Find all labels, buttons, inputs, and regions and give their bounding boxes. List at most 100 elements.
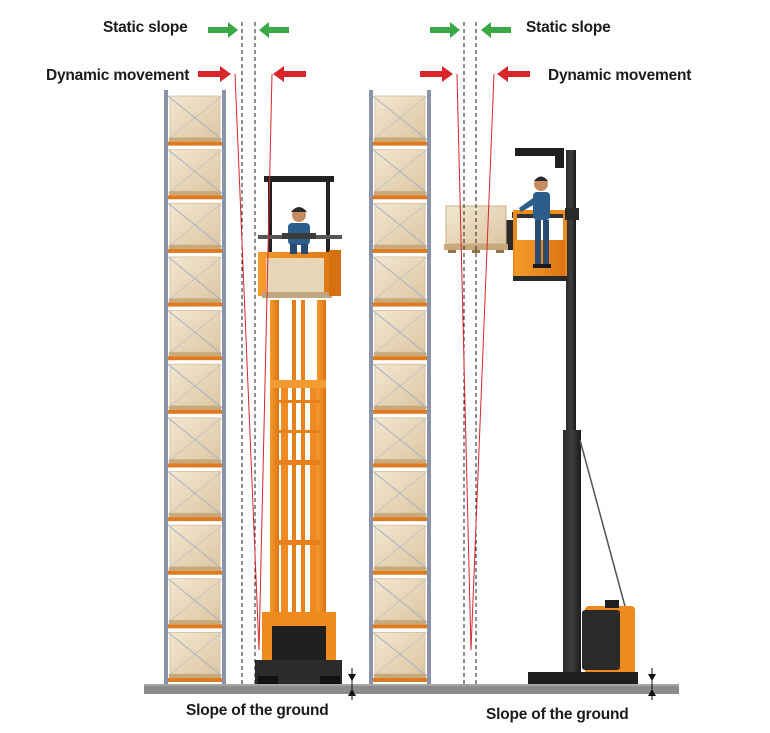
rack-beam <box>166 248 224 253</box>
ground-slope-marker-left <box>348 668 356 700</box>
rack-brace <box>167 578 223 623</box>
pallet <box>169 620 221 625</box>
rack-beam <box>166 517 224 522</box>
rack-brace <box>372 256 428 301</box>
pallet <box>169 513 221 518</box>
pallet <box>374 513 426 518</box>
storage-rack-left <box>164 90 226 684</box>
dynamic-movement-label-right: Dynamic movement <box>548 67 691 84</box>
rack-upright <box>369 90 373 684</box>
static-slope-arrows-right <box>430 22 511 38</box>
arrow-pointing-inward-icon <box>273 66 306 82</box>
right-slope-lines <box>456 22 495 684</box>
pallet <box>169 191 221 196</box>
rack-beam <box>166 678 224 682</box>
rack-beam <box>166 141 224 146</box>
rack-brace <box>167 363 223 409</box>
rack-beam <box>166 409 224 414</box>
rack-beam <box>371 141 429 146</box>
arrow-pointing-inward-icon <box>497 66 530 82</box>
dynamic-arrows-right <box>420 66 530 82</box>
operator-left <box>282 207 316 254</box>
rack-beam <box>166 356 224 361</box>
rack-brace <box>167 202 223 248</box>
rack-beam <box>371 409 429 414</box>
rack-beam <box>166 570 224 575</box>
rack-upright <box>222 90 226 684</box>
arrow-pointing-inward-icon <box>420 66 453 82</box>
slope-of-ground-label-right: Slope of the ground <box>486 706 629 723</box>
dynamic-movement-label-left: Dynamic movement <box>46 67 189 84</box>
rack-brace <box>372 524 428 570</box>
pallet <box>374 674 426 678</box>
pallet <box>374 137 426 142</box>
arrow-pointing-inward-icon <box>259 22 289 38</box>
operator-right <box>519 176 551 268</box>
rack-brace <box>372 471 428 516</box>
ground <box>144 684 679 694</box>
forklift-left <box>255 176 342 684</box>
pallet <box>374 244 426 249</box>
rack-beam <box>371 195 429 200</box>
order-picker-right <box>444 148 638 684</box>
pallet <box>374 352 426 357</box>
pallet <box>374 298 426 303</box>
pallet <box>169 674 221 678</box>
arrow-pointing-inward-icon <box>198 66 231 82</box>
pallet <box>169 298 221 303</box>
rack-beam <box>371 570 429 575</box>
rack-brace <box>372 631 428 677</box>
order-picker-mast <box>515 148 627 680</box>
pallet <box>169 137 221 142</box>
rack-brace <box>372 310 428 355</box>
rack-brace <box>167 149 223 194</box>
rack-beam <box>166 624 224 629</box>
forklift-left-mast <box>270 300 326 684</box>
rack-beam <box>371 678 429 682</box>
rack-brace <box>167 524 223 570</box>
arrow-pointing-inward-icon <box>208 22 238 38</box>
left-slope-lines <box>234 22 273 684</box>
rack-beam <box>371 624 429 629</box>
rack-brace <box>372 202 428 248</box>
rack-brace <box>372 363 428 409</box>
static-slope-label-right: Static slope <box>526 19 611 36</box>
pallet <box>169 352 221 357</box>
rack-brace <box>372 578 428 623</box>
rack-upright <box>427 90 431 684</box>
pallet <box>374 459 426 464</box>
rack-brace <box>167 417 223 462</box>
rack-beam <box>166 195 224 200</box>
rack-upright <box>164 90 168 684</box>
static-slope-arrows-left <box>208 22 289 38</box>
pallet <box>374 566 426 571</box>
pallet <box>169 244 221 249</box>
rack-beam <box>371 517 429 522</box>
rack-beam <box>371 356 429 361</box>
pallet <box>169 566 221 571</box>
rack-beam <box>371 463 429 468</box>
ground-slope-marker-right <box>648 668 656 700</box>
rack-brace <box>372 417 428 462</box>
rack-brace <box>167 256 223 301</box>
pallet <box>169 405 221 410</box>
rack-brace <box>372 95 428 141</box>
static-slope-label-left: Static slope <box>103 19 188 36</box>
rack-brace <box>372 149 428 194</box>
rack-brace <box>167 471 223 516</box>
rack-brace <box>167 310 223 355</box>
slope-of-ground-label-left: Slope of the ground <box>186 702 329 719</box>
arrow-pointing-inward-icon <box>481 22 511 38</box>
rack-beam <box>371 248 429 253</box>
arrow-pointing-inward-icon <box>430 22 460 38</box>
rack-beam <box>166 463 224 468</box>
forklift-left-base <box>255 612 342 684</box>
pallet <box>169 459 221 464</box>
rack-brace <box>167 631 223 677</box>
pallet <box>374 620 426 625</box>
rack-beam <box>166 302 224 307</box>
pallet <box>374 191 426 196</box>
rack-brace <box>167 95 223 141</box>
